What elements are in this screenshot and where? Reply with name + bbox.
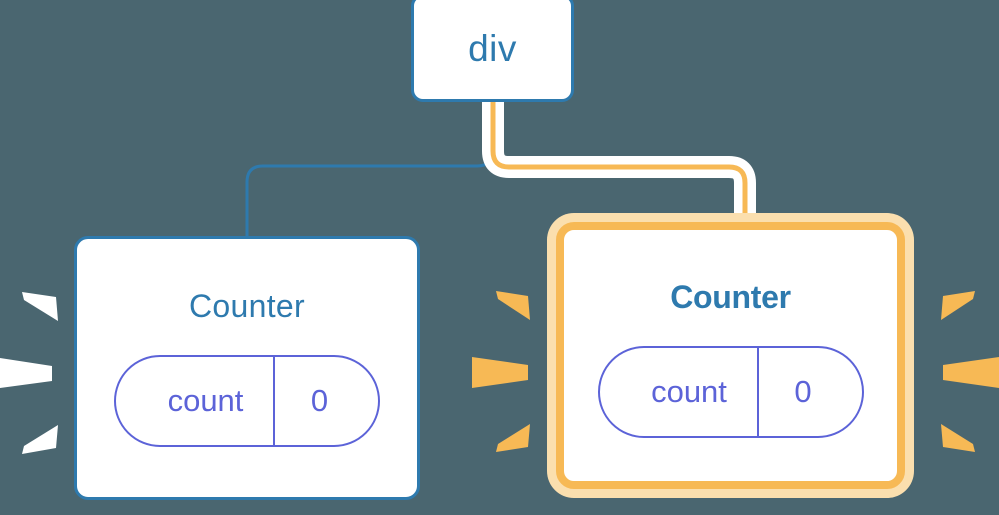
node-div[interactable]: div — [411, 0, 574, 102]
node-counter-highlighted-label: Counter — [670, 279, 791, 315]
sparkle-ray — [472, 357, 528, 388]
state-pill-divider — [756, 348, 759, 436]
node-counter-plain[interactable]: Counter count 0 — [74, 236, 420, 500]
state-pill-counter-plain: count 0 — [114, 355, 380, 447]
state-value: 0 — [310, 383, 329, 418]
sparkle-ray — [0, 358, 52, 388]
state-pill-counter-highlighted: count 0 — [597, 346, 864, 438]
sparkle-ray — [941, 291, 975, 320]
sparkle-group-left — [0, 292, 58, 454]
sparkle-group-right — [941, 291, 999, 452]
state-value: 0 — [794, 374, 812, 409]
sparkle-ray — [943, 357, 999, 388]
sparkle-ray — [22, 425, 58, 454]
node-counter-plain-label: Counter — [189, 288, 305, 324]
sparkle-ray — [496, 291, 530, 320]
state-pill-divider — [273, 357, 275, 445]
node-counter-highlighted[interactable]: Counter count 0 — [556, 222, 905, 489]
sparkle-ray — [941, 424, 975, 452]
sparkle-ray — [496, 424, 530, 452]
state-key: count — [651, 374, 727, 409]
sparkle-ray — [22, 292, 58, 321]
node-div-label: div — [468, 27, 517, 69]
sparkle-group-mid — [472, 291, 530, 452]
edge-div-to-counter-plain — [245, 100, 495, 240]
edge-div-to-counter-highlight — [490, 100, 748, 232]
state-key: count — [167, 383, 244, 418]
